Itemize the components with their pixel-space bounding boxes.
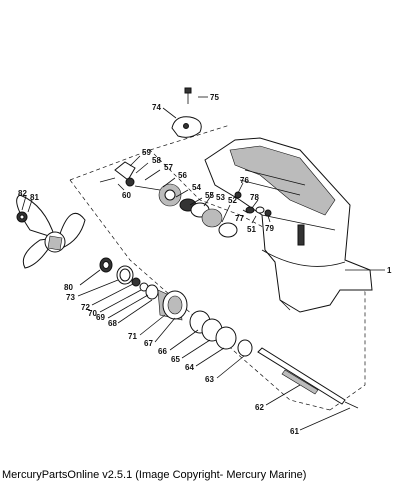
callout-labels: 75 74 59 58 57 56 54 55 53 76 52 78 60 8… <box>18 93 392 436</box>
callout-64: 64 <box>185 363 194 372</box>
callout-73: 73 <box>66 293 75 302</box>
callout-56: 56 <box>178 171 187 180</box>
callout-62: 62 <box>255 403 264 412</box>
callout-66: 66 <box>158 347 167 356</box>
callout-75: 75 <box>210 93 219 102</box>
callout-71: 71 <box>128 332 137 341</box>
callout-68: 68 <box>108 319 117 328</box>
propeller <box>16 194 86 269</box>
callout-65: 65 <box>171 355 180 364</box>
callout-82: 82 <box>18 189 27 198</box>
image-caption: MercuryPartsOnline v2.5.1 (Image Copyrig… <box>2 469 307 481</box>
callout-77: 77 <box>235 214 244 223</box>
callout-55: 55 <box>205 191 214 200</box>
callout-54: 54 <box>192 183 201 192</box>
small-fasteners <box>234 191 272 217</box>
leader-lines <box>21 96 385 431</box>
callout-58: 58 <box>152 156 161 165</box>
exploded-parts-diagram: 75 74 59 58 57 56 54 55 53 76 52 78 60 8… <box>16 87 392 436</box>
callout-76: 76 <box>240 176 249 185</box>
callout-57: 57 <box>164 163 173 172</box>
callout-69: 69 <box>96 313 105 322</box>
callout-59: 59 <box>142 148 151 157</box>
callout-72: 72 <box>81 303 90 312</box>
callout-80: 80 <box>64 283 73 292</box>
callout-51: 51 <box>247 225 256 234</box>
callout-79: 79 <box>265 224 274 233</box>
callout-78: 78 <box>250 193 259 202</box>
callout-61: 61 <box>290 427 299 436</box>
callout-74: 74 <box>152 103 161 112</box>
callout-1: 1 <box>387 266 392 275</box>
callout-81: 81 <box>30 193 39 202</box>
prop-shaft-assembly <box>99 257 253 357</box>
propeller-shaft <box>257 347 359 409</box>
callout-60: 60 <box>122 191 131 200</box>
cover-plate <box>171 87 202 138</box>
callout-63: 63 <box>205 375 214 384</box>
upper-gear-train <box>99 161 238 238</box>
callout-67: 67 <box>144 339 153 348</box>
callout-53: 53 <box>216 193 225 202</box>
gearcase-housing <box>204 137 373 313</box>
prop-nut <box>16 211 28 223</box>
callout-70: 70 <box>88 309 97 318</box>
callout-52: 52 <box>228 196 237 205</box>
